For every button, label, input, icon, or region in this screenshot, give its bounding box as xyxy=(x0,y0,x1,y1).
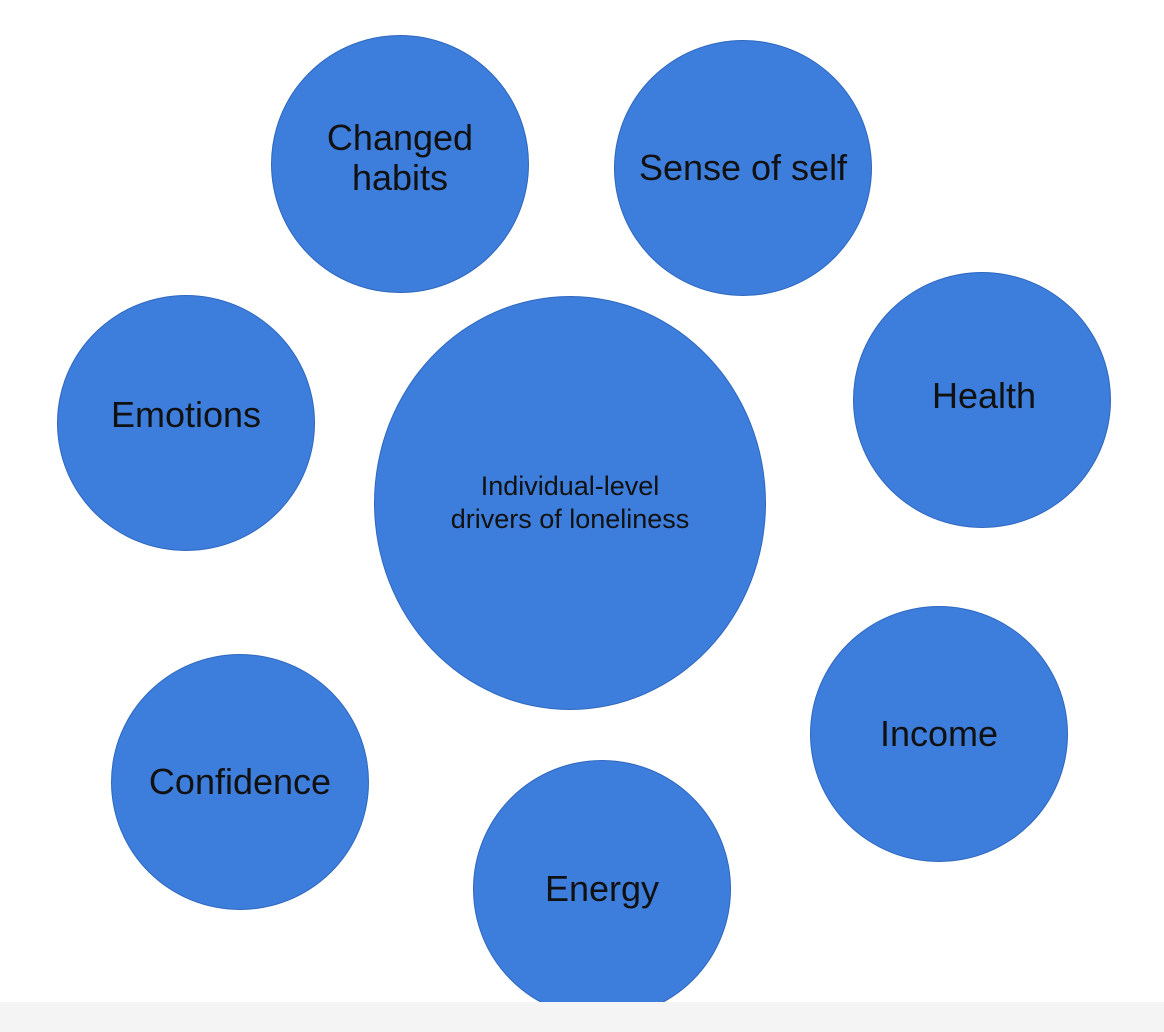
bubble-energy: Energy xyxy=(473,760,731,1018)
emotions-label: Emotions xyxy=(110,394,262,436)
confidence-label: Confidence xyxy=(148,761,332,803)
bottom-strip xyxy=(0,1002,1164,1032)
bubble-changed-habits-label: Changed habits xyxy=(327,118,473,203)
changed-habits-line2: habits xyxy=(351,157,449,198)
income-label: Income xyxy=(879,713,999,755)
bubble-confidence: Confidence xyxy=(111,654,369,910)
sense-of-self-label: Sense of self xyxy=(638,147,848,189)
center-bubble-label: Individual-level drivers of loneliness xyxy=(451,470,690,536)
center-bubble-individual-drivers: Individual-level drivers of loneliness xyxy=(374,296,766,710)
bubble-health: Health xyxy=(853,272,1111,528)
bubble-emotions: Emotions xyxy=(57,295,315,551)
bubble-changed-habits: Changed habits xyxy=(271,35,529,293)
center-label-line2: drivers of loneliness xyxy=(450,504,690,534)
energy-label: Energy xyxy=(544,868,660,910)
changed-habits-line1: Changed xyxy=(326,117,474,159)
health-label: Health xyxy=(931,375,1037,417)
bubble-sense-of-self: Sense of self xyxy=(614,40,872,296)
center-label-line1: Individual-level xyxy=(480,471,660,502)
bubble-income: Income xyxy=(810,606,1068,862)
